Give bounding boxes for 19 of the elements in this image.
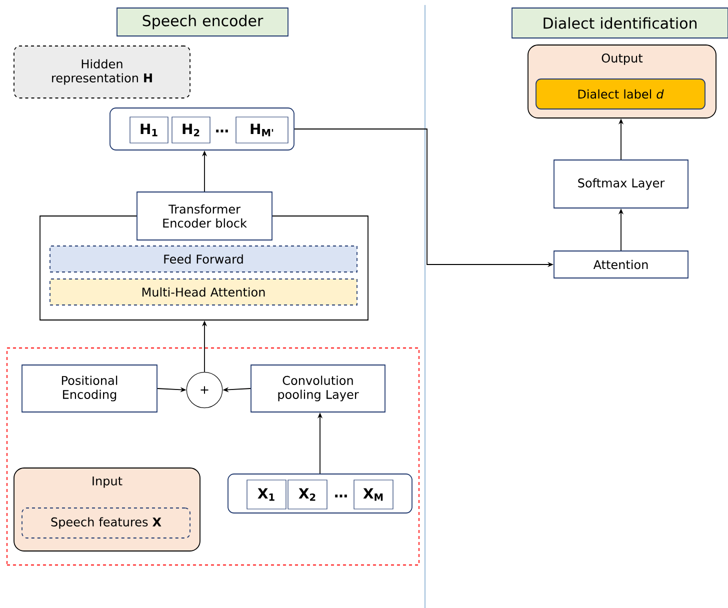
vector-box: X$_{M}$ — [354, 480, 394, 510]
title-box: Dialect identification — [512, 8, 728, 38]
process-box: Convolution pooling Layer — [250, 364, 386, 412]
layer-box: Feed Forward — [50, 246, 358, 272]
vector-box: H$_{2}$ — [172, 116, 210, 144]
process-box: Attention — [554, 250, 688, 278]
vector-box: H$_{M'}$ — [236, 116, 288, 144]
hidden-representation-box: Hidden representation H — [14, 46, 190, 98]
dashed-region — [6, 348, 420, 566]
label-box: Dialect label d — [536, 78, 706, 110]
vector-box: H$_{1}$ — [130, 116, 168, 144]
process-box: Positional Encoding — [22, 364, 158, 412]
process-box: Softmax Layer — [554, 160, 688, 208]
block-title-box: Transformer Encoder block — [136, 192, 272, 240]
layer-box: Multi-Head Attention — [50, 278, 358, 306]
vector-box: X$_{2}$ — [288, 480, 328, 510]
feature-box: Speech features X — [22, 508, 190, 538]
vector-box: X$_{1}$ — [246, 480, 286, 510]
title-box: Speech encoder — [116, 8, 288, 36]
